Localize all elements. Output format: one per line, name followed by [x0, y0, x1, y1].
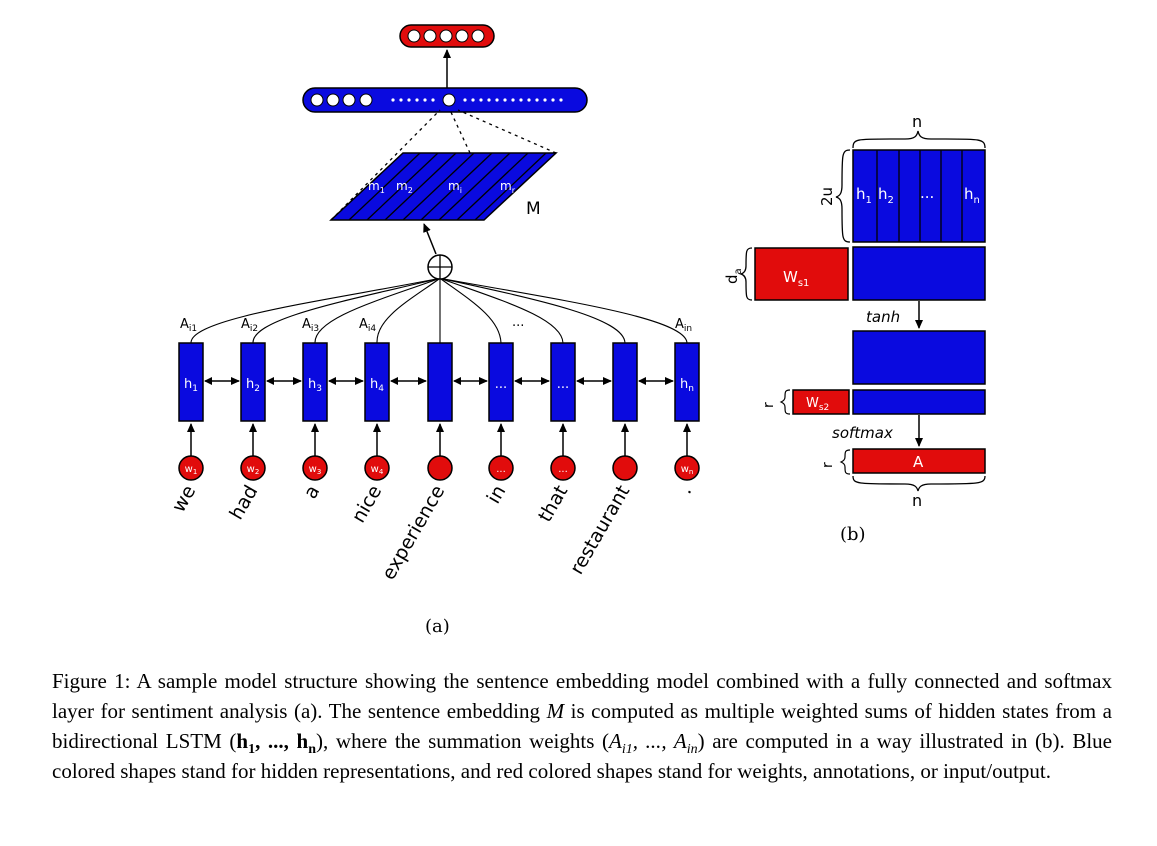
weight-label-dots: ... [512, 315, 524, 330]
caption-h-seq: h1, ..., hn [236, 729, 317, 758]
h-matrix: h1 h2 ... hn [852, 149, 986, 243]
word-1: we [168, 482, 201, 517]
word-node-label-2: w2 [247, 464, 260, 476]
a-label: A [913, 453, 924, 471]
panel-b: n 2u h1 h2 ... hn da [723, 112, 986, 545]
caption-mid3: ) are computed in a way illustrated in (… [52, 729, 1112, 783]
lstm-hidden-states: h1 h2 h3 h4...... hn [178, 342, 700, 422]
word-9: . [674, 482, 696, 498]
word-node-1 [178, 455, 204, 481]
hidden-label-7: ... [557, 377, 569, 392]
hidden-label-6: ... [495, 377, 507, 392]
word-node-2 [240, 455, 266, 481]
dim-r1: r [761, 402, 777, 408]
word-node-6 [488, 455, 514, 481]
hidden-label-4: h4 [370, 377, 384, 394]
caption-m: M [546, 699, 565, 723]
word-node-7 [550, 455, 576, 481]
hidden-state-9 [674, 342, 700, 422]
word-2: had [225, 482, 262, 524]
figure-1: m1 m2 mi mr M Ai1 Ai2 Ai [168, 24, 986, 637]
hidden-state-4 [364, 342, 390, 422]
word-node-3 [302, 455, 328, 481]
word-6: in [483, 482, 511, 508]
h-col-h2: h2 [878, 185, 894, 206]
ws2-product [852, 389, 986, 415]
matrix-col-mi: mi [448, 179, 462, 195]
projection-lines [330, 109, 557, 221]
word-node-label-7: ... [558, 464, 568, 475]
word-3: a [299, 482, 324, 503]
word-node-5 [427, 455, 453, 481]
word-7: that [534, 482, 572, 526]
caption-prefix: Figure 1: A sample model structure showi… [52, 669, 1112, 723]
hidden-state-5 [427, 342, 453, 422]
matrix-label: M [526, 199, 541, 219]
h-col-h1: h1 [856, 185, 872, 206]
svg-text:Ws2: Ws2 [806, 396, 829, 413]
hidden-label-2: h2 [246, 377, 260, 394]
dim-2u: 2u [818, 187, 836, 206]
matrix-col-m2: m2 [396, 179, 413, 195]
dim-r2: r [820, 462, 836, 468]
ws1-matrix: Ws1 [754, 247, 849, 301]
tanh-label: tanh [866, 308, 900, 326]
word-8: restaurant [566, 482, 635, 579]
sum-to-m-arrow [423, 223, 437, 255]
word-node-label-1: w1 [185, 464, 198, 476]
panel-b-sublabel: (b) [840, 524, 866, 545]
hidden-state-6 [488, 342, 514, 422]
panel-a-sublabel: (a) [425, 616, 450, 637]
ws1-h-product [852, 246, 986, 301]
svg-text:Ws1: Ws1 [783, 268, 809, 289]
word-node-label-9: wn [681, 464, 694, 476]
caption-a-seq: Ai1, ..., Ain [609, 729, 698, 758]
h-col-dots: ... [920, 184, 934, 202]
dim-n-bottom: n [912, 491, 922, 510]
figure-caption: Figure 1: A sample model structure showi… [52, 666, 1112, 786]
matrix-col-m1: m1 [368, 179, 385, 195]
word-node-9 [674, 455, 700, 481]
weight-label-ain: Ain [675, 317, 692, 334]
attention-connections [190, 278, 688, 344]
word-node-8 [612, 455, 638, 481]
caption-mid1: is computed as multiple weighted sums of… [52, 699, 1112, 753]
h-col-hn: hn [964, 185, 980, 206]
hidden-state-2 [240, 342, 266, 422]
word-node-label-6: ... [496, 464, 506, 475]
word-4: nice [348, 482, 387, 527]
softmax-label: softmax [832, 424, 893, 442]
word-node-4 [364, 455, 390, 481]
weight-label-ai2: Ai2 [241, 317, 258, 334]
panel-a: m1 m2 mi mr M Ai1 Ai2 Ai [168, 24, 700, 637]
caption-mid2: ), where the summation weights ( [316, 729, 610, 753]
word-node-label-3: w3 [309, 464, 322, 476]
fc-layer [302, 87, 588, 113]
hidden-label-1: h1 [184, 377, 198, 394]
weight-label-ai3: Ai3 [302, 317, 319, 334]
dim-n-top: n [912, 112, 922, 131]
tanh-output [852, 330, 986, 385]
hidden-state-7 [550, 342, 576, 422]
a-matrix: A [852, 448, 986, 474]
hidden-label-3: h3 [308, 377, 322, 394]
hidden-state-8 [612, 342, 638, 422]
word-node-label-4: w4 [371, 464, 384, 476]
output-layer [399, 24, 495, 48]
hidden-label-9: hn [680, 377, 694, 394]
hidden-state-1 [178, 342, 204, 422]
dim-da: da [723, 268, 744, 284]
ws2-matrix: Ws2 [792, 389, 850, 415]
word-5: experience [378, 482, 450, 584]
matrix-col-mr: mr [500, 179, 516, 195]
hidden-state-3 [302, 342, 328, 422]
weight-label-ai1: Ai1 [180, 317, 197, 334]
weight-label-ai4: Ai4 [359, 317, 376, 334]
matrix-m: m1 m2 mi mr M [329, 152, 558, 221]
